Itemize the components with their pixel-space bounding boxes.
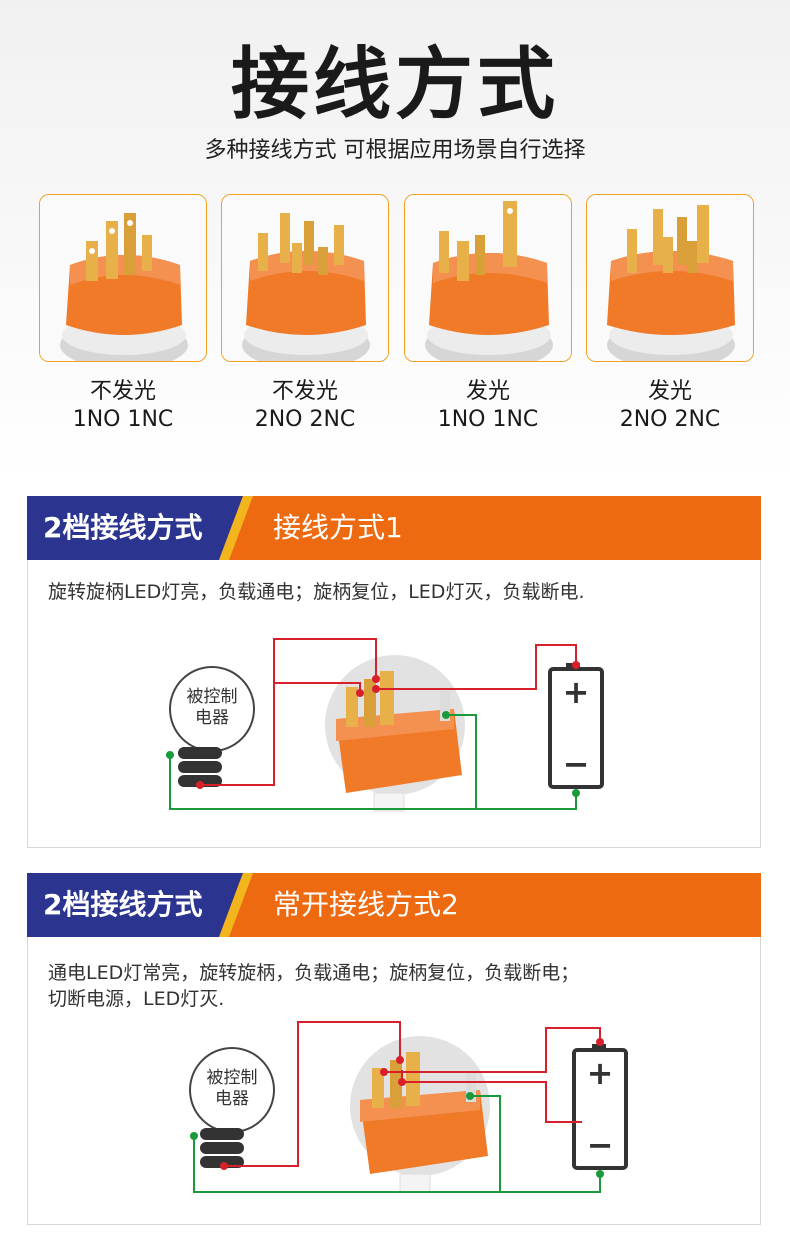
wiring-diagram: + − (189, 1021, 628, 1193)
description-line: 旋转旋柄LED灯亮，负载通电；旋柄复位，LED灯灭，负载断电. (48, 581, 585, 603)
product-label-2: 不发光 2NO 2NC (220, 378, 390, 434)
product-contacts: 2NO 2NC (619, 407, 721, 432)
wiring-diagram: + − (166, 638, 604, 812)
product-contacts: 2NO 2NC (254, 407, 356, 432)
description-line: 通电LED灯常亮，旋转旋柄，负载通电；旋柄复位，负载断电； (48, 962, 580, 984)
section-description: 通电LED灯常亮，旋转旋柄，负载通电；旋柄复位，负载断电； 切断电源，LED灯灭… (48, 960, 748, 1012)
description-line: 切断电源，LED灯灭. (48, 988, 225, 1010)
product-image-4 (586, 194, 754, 362)
battery-plus: + (563, 673, 590, 711)
section-header: 2档接线方式 接线方式1 (27, 496, 761, 560)
wiring-section-1: 2档接线方式 接线方式1 旋转旋柄LED灯亮，负载通电；旋柄复位，LED灯灭，负… (27, 496, 761, 848)
device-label: 被控制 电器 (170, 687, 254, 729)
wiring-section-2: 2档接线方式 常开接线方式2 通电LED灯常亮，旋转旋柄，负载通电；旋柄复位，负… (27, 873, 761, 1225)
product-light-type: 不发光 (89, 379, 156, 404)
page-title: 接线方式 (230, 40, 559, 130)
product-label-3: 发光 1NO 1NC (403, 378, 573, 434)
section-title: 接线方式1 (273, 511, 403, 544)
battery-minus: − (563, 745, 590, 783)
section-badge: 2档接线方式 (43, 888, 203, 921)
section-description: 旋转旋柄LED灯亮，负载通电；旋柄复位，LED灯灭，负载断电. (48, 579, 748, 605)
product-contacts: 1NO 1NC (72, 407, 174, 432)
section-header: 2档接线方式 常开接线方式2 (27, 873, 761, 937)
battery-plus: + (587, 1054, 614, 1092)
page-subtitle: 多种接线方式 可根据应用场景自行选择 (204, 138, 586, 163)
device-label-line: 电器 (195, 708, 229, 728)
product-light-type: 发光 (647, 379, 692, 404)
product-light-type: 不发光 (271, 379, 338, 404)
product-light-type: 发光 (465, 379, 510, 404)
device-label-line: 被控制 (206, 1068, 258, 1088)
product-label-4: 发光 2NO 2NC (585, 378, 755, 434)
battery-minus: − (587, 1126, 614, 1164)
section-title: 常开接线方式2 (273, 888, 459, 921)
device-label: 被控制 电器 (190, 1068, 274, 1110)
device-label-line: 被控制 (186, 687, 238, 707)
product-image-3 (404, 194, 572, 362)
section-badge: 2档接线方式 (43, 511, 203, 544)
product-image-1 (39, 194, 207, 362)
device-label-line: 电器 (215, 1089, 249, 1109)
product-label-1: 不发光 1NO 1NC (38, 378, 208, 434)
product-contacts: 1NO 1NC (437, 407, 539, 432)
product-image-2 (221, 194, 389, 362)
